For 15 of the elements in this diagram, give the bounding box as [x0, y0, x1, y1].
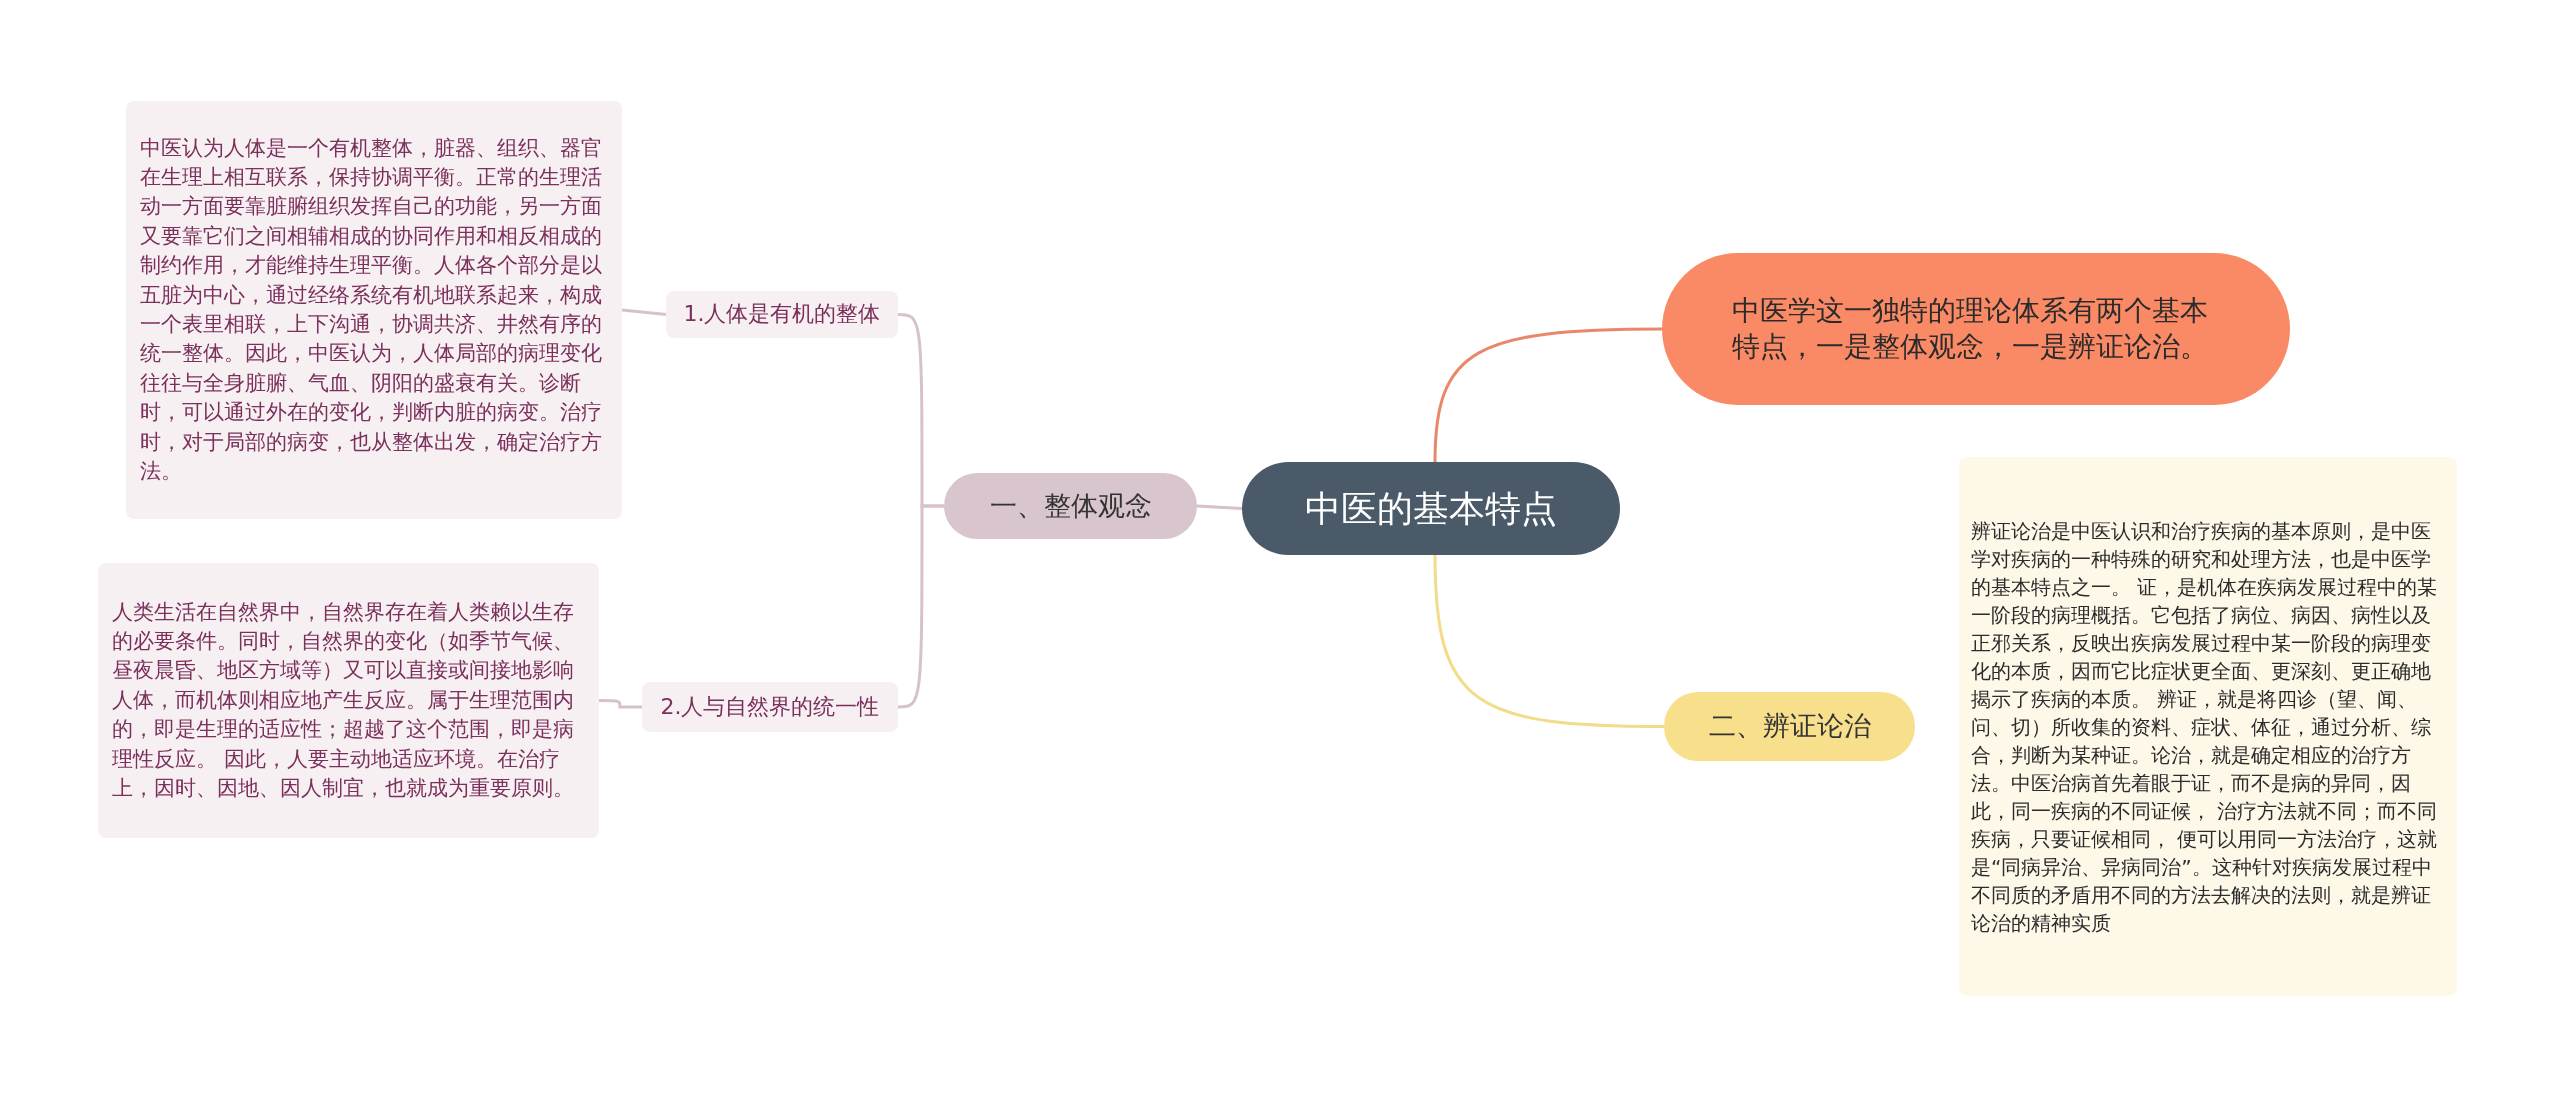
note-box: 辨证论治是中医认识和治疗疾病的基本原则，是中医学对疾病的一种特殊的研究和处理方法，也是中医学的基本特点之一。 证，是机体在疾病发展过程中的某一阶段的病理概括。它包括了病位、病因、病性以及正邪关系，反映出疾病发展过程中某一阶段的病理变化的本质，因而它比症状更全面、更深刻、更正确地揭示了疾病的本质。 辨证，就是将四诊（望、闻、问、切）所收集的资料、症状、体征，通过分析、综合，判断为某种证。论治，就是确定相应的治疗方法。中医治病首先着眼于证，而不是病的异同，因此，同一疾病的不同证候， 治疗方法就不同；而不同疾病，只要证候相同， 便可以用同一方法治疗，这就是“同病异治、异病同治”。这种针对疾病发展过程中不同质的矛盾用不同的方法去解决的法则，就是辨证论治的精神实质 [1959, 457, 2457, 996]
connector-line [1433, 327, 1662, 463]
connector-line [897, 504, 944, 709]
branch-box: 二、辨证论治 [1664, 692, 1915, 761]
connector-line [621, 308, 667, 316]
connector-line [599, 699, 642, 709]
topic-box: 中医的基本特点 [1242, 462, 1620, 555]
note-box: 人类生活在自然界中，自然界存在着人类赖以生存的必要条件。同时，自然界的变化（如季节气候、昼夜晨昏、地区方域等）又可以直接或间接地影响人体，而机体则相应地产生反应。属于生理范围内的，即是生理的适应性；超越了这个范围，即是病理性反应。 因此，人要主动地适应环境。在治疗上，因时、因地、因人制宜，也就成为重要原则。 [98, 563, 599, 838]
connector-line [1433, 554, 1664, 728]
subtopic-box: 1.人体是有机的整体 [666, 291, 898, 338]
branch-box: 一、整体观念 [944, 473, 1197, 539]
note-box: 中医认为人体是一个有机整体，脏器、组织、器官在生理上相互联系，保持协调平衡。正常的生理活动一方面要靠脏腑组织发挥自己的功能，另一方面又要靠它们之间相辅相成的协同作用和相反相成的制约作用，才能维持生理平衡。人体各个部分是以五脏为中心，通过经络系统有机地联系起来，构成一个表里相联，上下沟通，协调共济、井然有序的统一整体。因此，中医认为，人体局部的病理变化往往与全身脏腑、气血、阴阳的盛衰有关。诊断时，可以通过外在的变化，判断内脏的病变。治疗时，对于局部的病变，也从整体出发，确定治疗方法。 [126, 101, 622, 519]
topic-box: 中医学这一独特的理论体系有两个基本特点，一是整体观念，一是辨证论治。 [1662, 253, 2290, 405]
subtopic-box: 2.人与自然界的统一性 [642, 682, 898, 732]
connector-line [1196, 504, 1243, 510]
